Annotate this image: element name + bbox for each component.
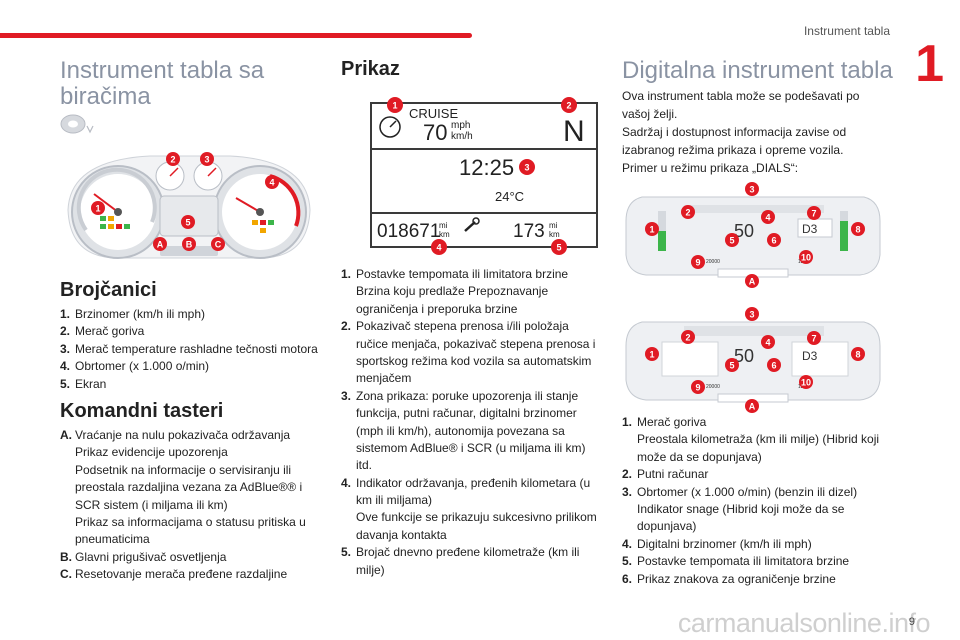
svg-text:9: 9	[695, 258, 700, 268]
svg-text:km: km	[439, 230, 450, 239]
list-item: 4.Digitalni brzinomer (km/h ili mph)	[622, 536, 812, 551]
svg-text:1: 1	[649, 350, 654, 360]
svg-text:5: 5	[729, 236, 734, 246]
svg-text:3: 3	[749, 310, 754, 320]
svg-text:3: 3	[749, 185, 754, 195]
svg-text:1: 1	[649, 225, 654, 235]
svg-text:7: 7	[811, 334, 816, 344]
svg-text:2: 2	[170, 155, 175, 165]
outside-temp: 24°C	[495, 189, 524, 204]
gauges-heading: Brojčanici	[60, 279, 157, 301]
svg-text:A: A	[157, 240, 164, 250]
display-items-list: 1.Postavke tempomata ili limitatora brzi…	[341, 266, 603, 579]
svg-text:4: 4	[765, 338, 770, 348]
svg-text:km/h: km/h	[451, 131, 473, 142]
list-item: 2.Pokazivač stepena prenosa i/ili položa…	[341, 319, 596, 386]
list-item: 5.Postavke tempomata ili limitatora brzi…	[622, 554, 850, 569]
svg-text:mph: mph	[451, 120, 470, 131]
svg-text:1: 1	[95, 204, 100, 214]
svg-text:D3: D3	[802, 222, 818, 236]
cruise-label: CRUISE	[409, 106, 458, 121]
list-item: B.Glavni prigušivač osvetljenja	[60, 549, 227, 564]
cruise-speedometer-icon	[379, 116, 401, 138]
intro-text: Ova instrument tabla može se podešavati …	[622, 89, 860, 175]
svg-text:3: 3	[524, 163, 529, 173]
odometer: 018671	[377, 221, 440, 242]
digital-cluster-diagram-1: 50 D3 20000 123 3 1 2 4 5 6 7 8 9 10 A	[625, 182, 881, 288]
analog-cluster-diagram: 1 2 3 4 5 A B C	[67, 152, 311, 259]
trip-meter: 173	[513, 221, 545, 242]
svg-text:2: 2	[566, 101, 571, 111]
header-accent-bar	[0, 33, 472, 38]
list-item: 1.Brzinomer (km/h ili mph)	[60, 307, 206, 321]
display-heading: Prikaz	[341, 58, 400, 80]
svg-text:C: C	[215, 240, 222, 250]
svg-text:10: 10	[801, 378, 811, 388]
steering-wheel-icon	[60, 114, 94, 134]
svg-text:D3: D3	[802, 349, 818, 363]
gauges-list: 1.Brzinomer (km/h ili mph) 2.Merač goriv…	[60, 306, 322, 393]
list-item: 1.Merač goriva Preostala kilometraža (km…	[622, 415, 880, 464]
svg-text:20000: 20000	[706, 384, 720, 390]
svg-text:50: 50	[734, 221, 754, 241]
list-item: 2.Putni računar	[622, 467, 709, 482]
buttons-list: A.Vraćanje na nulu pokazivača održavanja…	[60, 427, 322, 584]
svg-text:7: 7	[811, 209, 816, 219]
list-item: 2.Merač goriva	[60, 324, 145, 339]
page-number: 9	[908, 616, 915, 628]
svg-text:20000: 20000	[706, 259, 720, 265]
list-item: 5.Brojač dnevno pređene kilometraže (km …	[341, 545, 580, 577]
svg-text:B: B	[186, 240, 193, 250]
svg-text:10: 10	[801, 253, 811, 263]
buttons-heading: Komandni tasteri	[60, 400, 224, 422]
chapter-number: 1	[915, 35, 944, 93]
svg-text:6: 6	[771, 236, 776, 246]
digital-cluster-diagram-2: 50 D3 20000 123 3 1 2 4 5 6 7 8 9 10 A	[625, 307, 881, 413]
list-item: 3.Zona prikaza: poruke upozorenja ili st…	[341, 388, 586, 473]
list-item: 1.Postavke tempomata ili limitatora brzi…	[341, 267, 569, 316]
svg-text:50: 50	[734, 346, 754, 366]
clock: 12:25	[459, 155, 514, 180]
list-item: 5.Ekran	[60, 376, 107, 391]
svg-text:A: A	[749, 402, 756, 412]
svg-text:2: 2	[685, 208, 690, 218]
svg-text:9: 9	[695, 383, 700, 393]
page-title-digital: Digitalna instrument tabla	[622, 57, 893, 84]
display-screen-diagram: CRUISE 70 mph km/h N 12:25 24°C 018671 m…	[370, 97, 598, 255]
svg-text:5: 5	[185, 218, 190, 228]
svg-text:A: A	[749, 277, 756, 287]
list-item: 3.Obrtomer (x 1.000 o/min) (benzin ili d…	[622, 484, 858, 534]
svg-text:6: 6	[771, 361, 776, 371]
svg-text:4: 4	[269, 178, 274, 188]
wrench-icon	[464, 217, 480, 232]
svg-text:km: km	[549, 230, 560, 239]
section-title: Instrument tabla	[803, 24, 890, 38]
cruise-speed: 70	[423, 120, 447, 145]
svg-text:mi: mi	[549, 221, 558, 230]
svg-text:4: 4	[436, 243, 441, 253]
list-item: 4.Obrtomer (x 1.000 o/min)	[60, 359, 210, 374]
watermark: carmanualsonline.info	[677, 608, 931, 638]
svg-text:5: 5	[556, 243, 561, 253]
list-item: 3.Merač temperature rashladne tečnosti m…	[60, 341, 318, 356]
svg-text:1: 1	[392, 101, 397, 111]
svg-text:4: 4	[765, 213, 770, 223]
svg-text:5: 5	[729, 361, 734, 371]
list-item: 6.Prikaz znakova za ograničenje brzine	[622, 571, 836, 586]
page-title-analog: Instrument tabla sa biračima	[60, 57, 265, 110]
gear-indicator: N	[563, 115, 585, 148]
svg-text:2: 2	[685, 333, 690, 343]
digital-items-list: 1.Merač goriva Preostala kilometraža (km…	[622, 414, 884, 588]
list-item: 4.Indikator održavanja, pređenih kilomet…	[341, 475, 597, 542]
svg-text:8: 8	[855, 350, 860, 360]
svg-text:8: 8	[855, 225, 860, 235]
svg-text:mi: mi	[439, 221, 448, 230]
list-item: C.Resetovanje merača pređene razdaljine	[60, 567, 288, 582]
list-item: A.Vraćanje na nulu pokazivača održavanja…	[60, 428, 306, 547]
svg-text:3: 3	[204, 155, 209, 165]
